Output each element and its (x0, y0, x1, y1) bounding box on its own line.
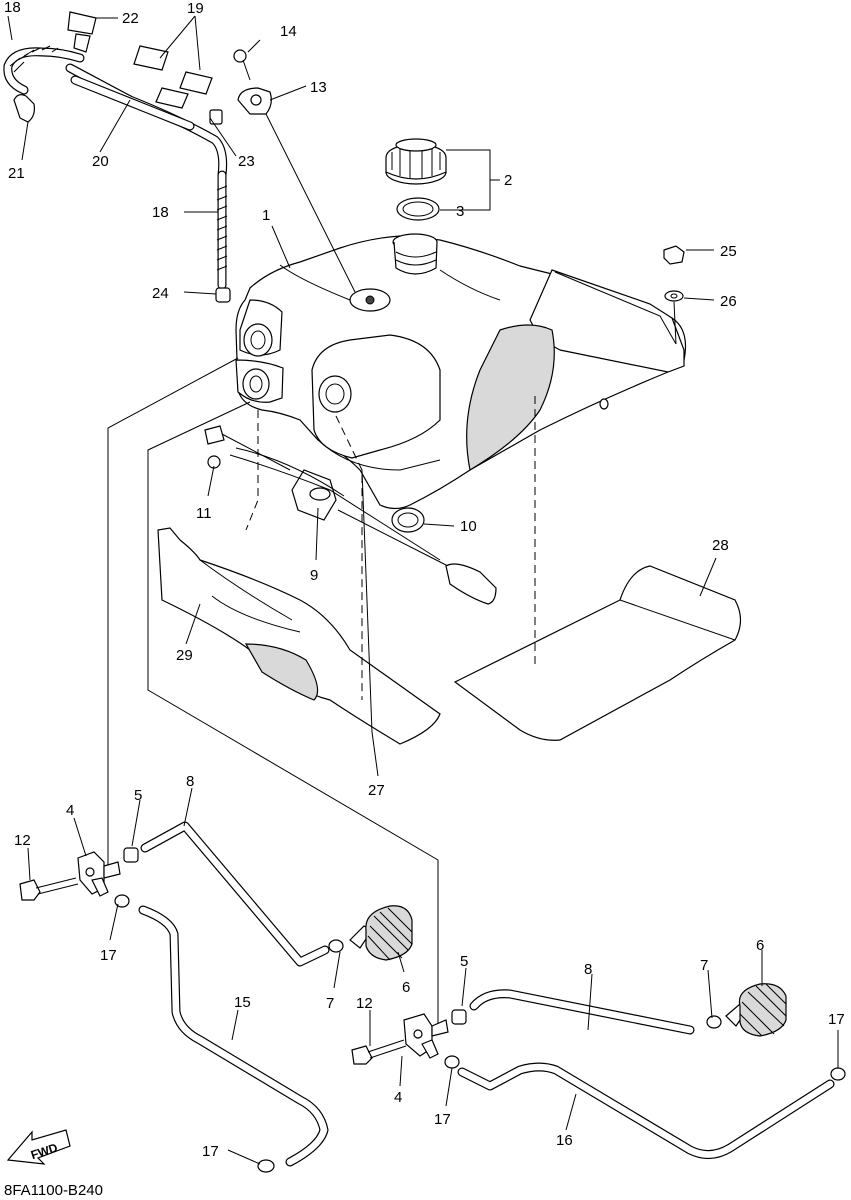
heat-protector-28 (453, 565, 742, 741)
clip-7-right (706, 1015, 722, 1029)
leader-lines (7, 15, 839, 1165)
callout-7-left: 7 (326, 995, 334, 1012)
callout-22: 22 (122, 10, 139, 27)
callout-17-c: 17 (202, 1143, 219, 1160)
hose-fitting-5-right (451, 1009, 467, 1025)
callout-21: 21 (8, 165, 25, 182)
callout-6-right: 6 (756, 937, 764, 954)
callout-28: 28 (712, 537, 729, 554)
callout-4-right: 4 (394, 1089, 402, 1106)
bolt-12-right (351, 1039, 407, 1065)
fuel-hose-8-right (469, 989, 695, 1035)
bolt-25 (663, 245, 685, 265)
sender-gasket-10 (391, 507, 425, 533)
fuel-tank (235, 233, 687, 510)
callout-27: 27 (368, 782, 385, 799)
callout-12-right: 12 (356, 995, 373, 1012)
callout-29: 29 (176, 647, 193, 664)
breather-hose (3, 45, 228, 290)
fuel-filter-6-left (349, 905, 413, 961)
callout-17-d: 17 (828, 1011, 845, 1028)
fuel-filter-6-right (725, 983, 787, 1037)
heat-protector-29 (157, 527, 441, 745)
bracket-13 (237, 87, 272, 115)
fuel-cock-left (77, 851, 121, 897)
callout-2: 2 (504, 172, 512, 189)
callout-5-left: 5 (134, 787, 142, 804)
fuel-cock-right (403, 1013, 449, 1059)
callout-5-right: 5 (460, 953, 468, 970)
callout-14: 14 (280, 23, 297, 40)
clip-21 (13, 94, 35, 123)
cap-23 (209, 109, 223, 125)
callout-17-a: 17 (100, 947, 117, 964)
callout-13: 13 (310, 79, 327, 96)
clip-17-a (114, 894, 130, 908)
fuel-sender-unit (204, 425, 497, 605)
callout-18-top: 18 (4, 0, 21, 16)
drawing-code: 8FA1100-B240 (4, 1182, 103, 1199)
fwd-arrow-icon: FWD (6, 1129, 71, 1165)
bolt-12-left (19, 877, 79, 901)
clip-17-b (444, 1055, 460, 1069)
callout-4-left: 4 (66, 802, 74, 819)
washer-26 (664, 290, 684, 302)
fuel-hose-15 (138, 905, 329, 1167)
clip-7-left (328, 939, 344, 953)
fuel-cap (385, 138, 447, 185)
holder-19 (133, 45, 213, 109)
clip-17-c (257, 1159, 275, 1173)
callout-16: 16 (556, 1132, 573, 1149)
callout-18-mid: 18 (152, 204, 169, 221)
callout-25: 25 (720, 243, 737, 260)
callout-26: 26 (720, 293, 737, 310)
callout-17-b: 17 (434, 1111, 451, 1128)
callout-23: 23 (238, 153, 255, 170)
fuel-hose-16 (457, 1062, 835, 1159)
callout-9: 9 (310, 567, 318, 584)
cap-gasket (396, 197, 440, 221)
callout-labels: 18 22 19 14 13 21 20 23 2 3 18 1 25 24 2… (4, 0, 845, 1160)
callout-1: 1 (262, 207, 270, 224)
callout-24: 24 (152, 285, 169, 302)
callout-11: 11 (196, 505, 212, 522)
clip-17-d (830, 1067, 846, 1081)
fuel-hose-8-left (140, 821, 330, 967)
callout-8-right: 8 (584, 961, 592, 978)
clamp-22 (67, 11, 97, 53)
cap-24 (215, 287, 231, 303)
callout-20: 20 (92, 153, 109, 170)
hose-fitting-5-left (123, 847, 139, 863)
callout-8-left: 8 (186, 773, 194, 790)
callout-7-right: 7 (700, 957, 708, 974)
callout-3: 3 (456, 203, 464, 220)
callout-15: 15 (234, 994, 251, 1011)
callout-12-left: 12 (14, 832, 31, 849)
callout-19: 19 (187, 0, 204, 17)
callout-10: 10 (460, 518, 477, 535)
callout-6-left: 6 (402, 979, 410, 996)
bolt-14 (233, 49, 251, 81)
